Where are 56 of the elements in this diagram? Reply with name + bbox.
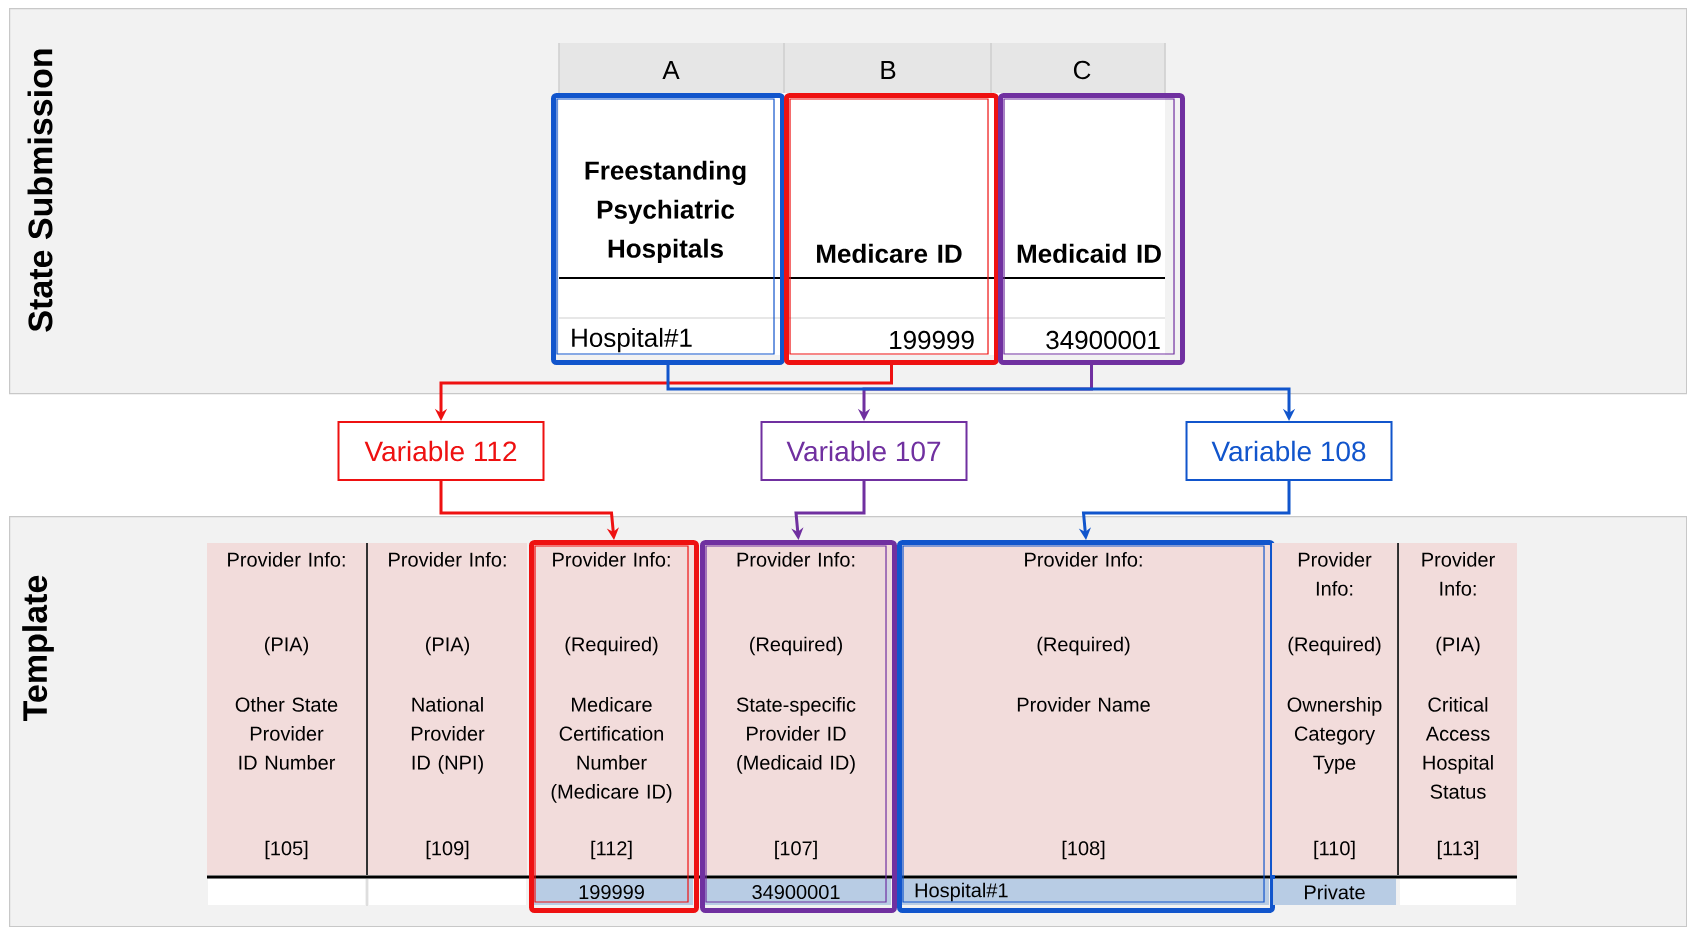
field-name: Critical Access Hospital Status bbox=[1423, 697, 1493, 799]
template-column bbox=[700, 540, 897, 913]
template-column bbox=[897, 540, 1275, 913]
template-column bbox=[1272, 543, 1397, 905]
variable-box: Variable 112 bbox=[337, 421, 545, 481]
variable-number: [108] bbox=[1062, 840, 1105, 860]
variable-box: Variable 107 bbox=[760, 421, 968, 481]
template-column bbox=[1399, 543, 1517, 905]
column-header: Medicare ID bbox=[817, 243, 962, 263]
variable-number: [107] bbox=[775, 840, 817, 860]
cell-value: 34900001 bbox=[1046, 330, 1160, 350]
variable-number: [110] bbox=[1314, 840, 1355, 860]
field-label: Provider Info: bbox=[1422, 552, 1495, 596]
template-column bbox=[529, 540, 699, 913]
cell-value: Hospital#1 bbox=[572, 327, 692, 353]
variable-box: Variable 108 bbox=[1185, 421, 1393, 481]
column-header: Medicaid ID bbox=[1017, 243, 1161, 263]
column-letter: C bbox=[1073, 60, 1091, 80]
requirement-label: (Required) bbox=[1037, 636, 1130, 656]
highlighted-column bbox=[784, 93, 999, 365]
requirement-label: (Required) bbox=[565, 636, 658, 656]
template-column bbox=[368, 543, 527, 905]
field-name: Other State Provider ID Number bbox=[235, 697, 338, 770]
field-name: Medicare Certification Number (Medicare ID) bbox=[551, 697, 672, 803]
requirement-label: (PIA) bbox=[265, 636, 309, 656]
template-column bbox=[207, 543, 366, 905]
requirement-label: (Required) bbox=[1288, 636, 1381, 656]
requirement-label: (PIA) bbox=[1436, 636, 1480, 656]
cell-value: Hospital#1 bbox=[915, 882, 1008, 902]
requirement-label: (Required) bbox=[750, 636, 842, 656]
field-name: Provider Name bbox=[1017, 697, 1150, 712]
cell-value: 199999 bbox=[579, 884, 644, 900]
highlighted-column bbox=[551, 93, 785, 365]
variable-number: [113] bbox=[1437, 840, 1479, 860]
field-label: Provider Info: bbox=[1298, 552, 1372, 596]
column-letter: B bbox=[881, 61, 896, 79]
requirement-label: (PIA) bbox=[426, 636, 470, 656]
column-letter: A bbox=[662, 61, 680, 79]
variable-number: [105] bbox=[265, 840, 308, 860]
field-label: Provider Info: bbox=[389, 552, 506, 567]
field-name: National Provider ID (NPI) bbox=[411, 697, 485, 774]
field-label: Provider Info: bbox=[553, 552, 670, 567]
section-title: Template bbox=[22, 575, 54, 721]
variable-number: [112] bbox=[591, 840, 632, 860]
variable-number: [109] bbox=[426, 840, 469, 860]
field-label: Provider Info: bbox=[737, 552, 855, 567]
field-label: Provider Info: bbox=[1025, 552, 1142, 567]
highlighted-column bbox=[998, 93, 1185, 365]
field-label: Provider Info: bbox=[228, 552, 345, 567]
cell-value: 34900001 bbox=[752, 884, 840, 900]
field-name: State-specific Provider ID (Medicaid ID) bbox=[736, 697, 856, 774]
cell-value: Private bbox=[1305, 884, 1365, 900]
cell-value: 199999 bbox=[890, 330, 974, 350]
field-name: Ownership Category Type bbox=[1287, 697, 1382, 774]
column-header: Freestanding Psychiatric Hospitals bbox=[585, 160, 746, 263]
section-title: State Submission bbox=[27, 49, 53, 332]
